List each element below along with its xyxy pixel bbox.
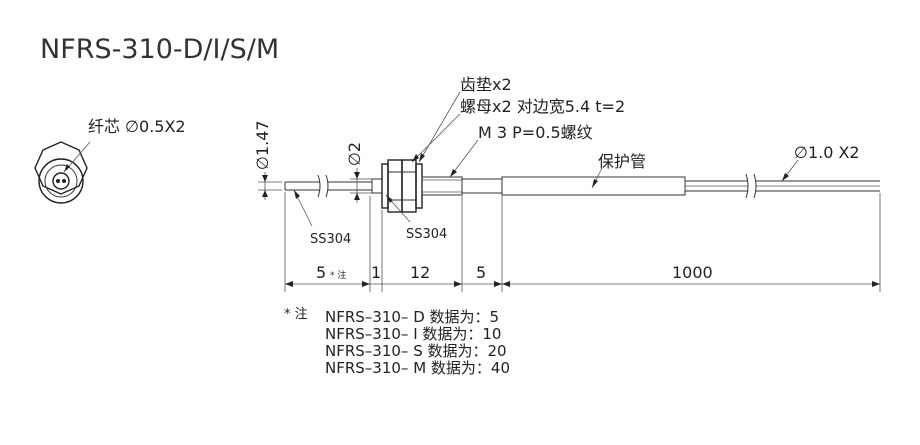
dim-tip-length: 5 (316, 263, 326, 282)
washer-label: 齿垫x2 (460, 75, 512, 94)
product-title: NFRS-310-D/I/S/M (40, 34, 279, 65)
step-diameter-dim (350, 168, 372, 203)
dim-shoulder-length: 5 (476, 263, 486, 282)
nut-right (401, 159, 417, 213)
end-view (34, 141, 91, 204)
step-dia-arrow-bottom (354, 193, 360, 200)
end-view-outer-circle (38, 158, 84, 204)
break-mark-2a (745, 173, 749, 199)
dim-arrow-2 (362, 281, 370, 287)
note-line-m: NFRS–310– M 数据为：40 (325, 359, 510, 377)
end-view-core-b (62, 179, 66, 183)
break-mark-1b (325, 174, 329, 198)
shaft-shoulder (461, 178, 503, 194)
length-dimension-chain (284, 192, 881, 292)
dim-arrow-3 (454, 281, 462, 287)
step-diameter-2 (371, 178, 383, 194)
washer-left (381, 163, 389, 209)
tip-diameter-label: ∅1.47 (253, 120, 272, 170)
core-leader-arrow (64, 164, 70, 172)
note-marker: * 注 (284, 307, 308, 322)
core-label: 纤芯 ∅0.5X2 (88, 117, 186, 136)
tip-diameter-dim (258, 172, 282, 200)
washer-right (415, 163, 423, 209)
end-view-hex-nut (34, 141, 88, 195)
material-tip-arrow (294, 190, 300, 199)
step-dia-arrow-top (354, 172, 360, 179)
material-body-arrow (386, 195, 393, 203)
material-body-label: SS304 (406, 227, 447, 242)
side-view (284, 159, 880, 213)
thread-leader-arrow (450, 169, 457, 177)
end-view-inner-circle (52, 172, 70, 190)
end-view-thread-circle (44, 164, 78, 198)
washer-leader (418, 91, 461, 163)
dim-arrow-6 (872, 281, 880, 287)
break-mark-1a (317, 174, 321, 198)
dim-arrow-5 (502, 281, 510, 287)
dim-arrow-1 (285, 281, 293, 287)
dim-fiber-length: 1000 (672, 263, 713, 282)
note-line-i: NFRS–310– I 数据为：10 (325, 325, 501, 343)
note-line-s: NFRS–310– S 数据为：20 (325, 342, 507, 360)
nut-leader-arrow (412, 154, 419, 162)
nut-left (387, 159, 403, 213)
dim-step-length: 1 (371, 263, 381, 282)
tip-dia-arrow-top (262, 175, 268, 182)
fiber-label: ∅1.0 X2 (794, 143, 860, 162)
note-line-d: NFRS–310– D 数据为：5 (325, 308, 499, 326)
tube-label: 保护管 (598, 152, 646, 171)
nut-label: 螺母x2 对边宽5.4 t=2 (460, 97, 625, 116)
step-diameter-label: ∅2 (345, 142, 364, 166)
material-tip-label: SS304 (310, 232, 351, 247)
tube-leader-arrow (592, 179, 598, 188)
dim-tip-length-mark: * 注 (330, 269, 346, 281)
break-mark-2b (753, 173, 757, 199)
washer-leader-arrow (419, 153, 425, 162)
fiber-leader-arrow (782, 173, 789, 181)
dim-thread-length: 12 (410, 263, 430, 282)
end-view-core-a (56, 179, 60, 183)
dim-arrow-4 (494, 281, 502, 287)
thread-label: M 3 P=0.5螺纹 (478, 123, 593, 142)
tip-dia-arrow-bottom (262, 190, 268, 197)
nut-leader (411, 113, 461, 163)
